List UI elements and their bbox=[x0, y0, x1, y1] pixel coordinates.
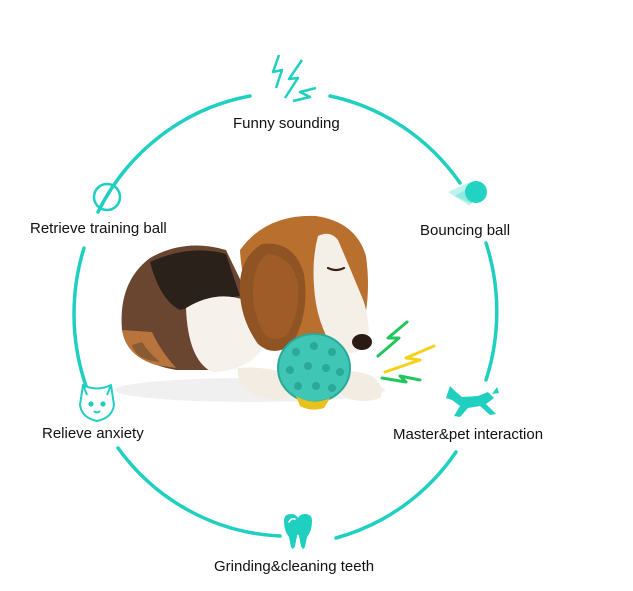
ring-arc-right bbox=[484, 241, 499, 382]
lightning-icon bbox=[271, 54, 317, 103]
feature-label-grinding-cleaning-teeth: Grinding&cleaning teeth bbox=[214, 558, 375, 575]
dog-photo bbox=[115, 215, 436, 410]
ring-arc-left bbox=[72, 246, 88, 388]
tooth-icon bbox=[284, 514, 312, 549]
ring-arc-bottom-left bbox=[116, 446, 282, 538]
feature-label-bouncing-ball: Bouncing ball bbox=[420, 222, 511, 239]
sound-lightning-marks bbox=[376, 320, 436, 384]
feature-label-funny-sounding: Funny sounding bbox=[233, 115, 340, 132]
ring-arc-bottom-right bbox=[334, 450, 458, 540]
ring-arc-top-left bbox=[96, 94, 252, 214]
dog-face-icon bbox=[79, 384, 115, 422]
running-dog-icon bbox=[446, 386, 499, 417]
ring-arc-top-right bbox=[328, 94, 462, 185]
feature-label-relieve-anxiety: Relieve anxiety bbox=[42, 425, 144, 442]
feature-label-retrieve-training-ball: Retrieve training ball bbox=[30, 220, 167, 237]
feature-label-master-pet-interaction: Master&pet interaction bbox=[393, 426, 544, 443]
bouncing-ball-icon bbox=[448, 181, 487, 206]
circle-ring bbox=[72, 94, 499, 540]
ring-ball-icon bbox=[92, 182, 122, 212]
teal-ball-toy bbox=[277, 333, 351, 410]
